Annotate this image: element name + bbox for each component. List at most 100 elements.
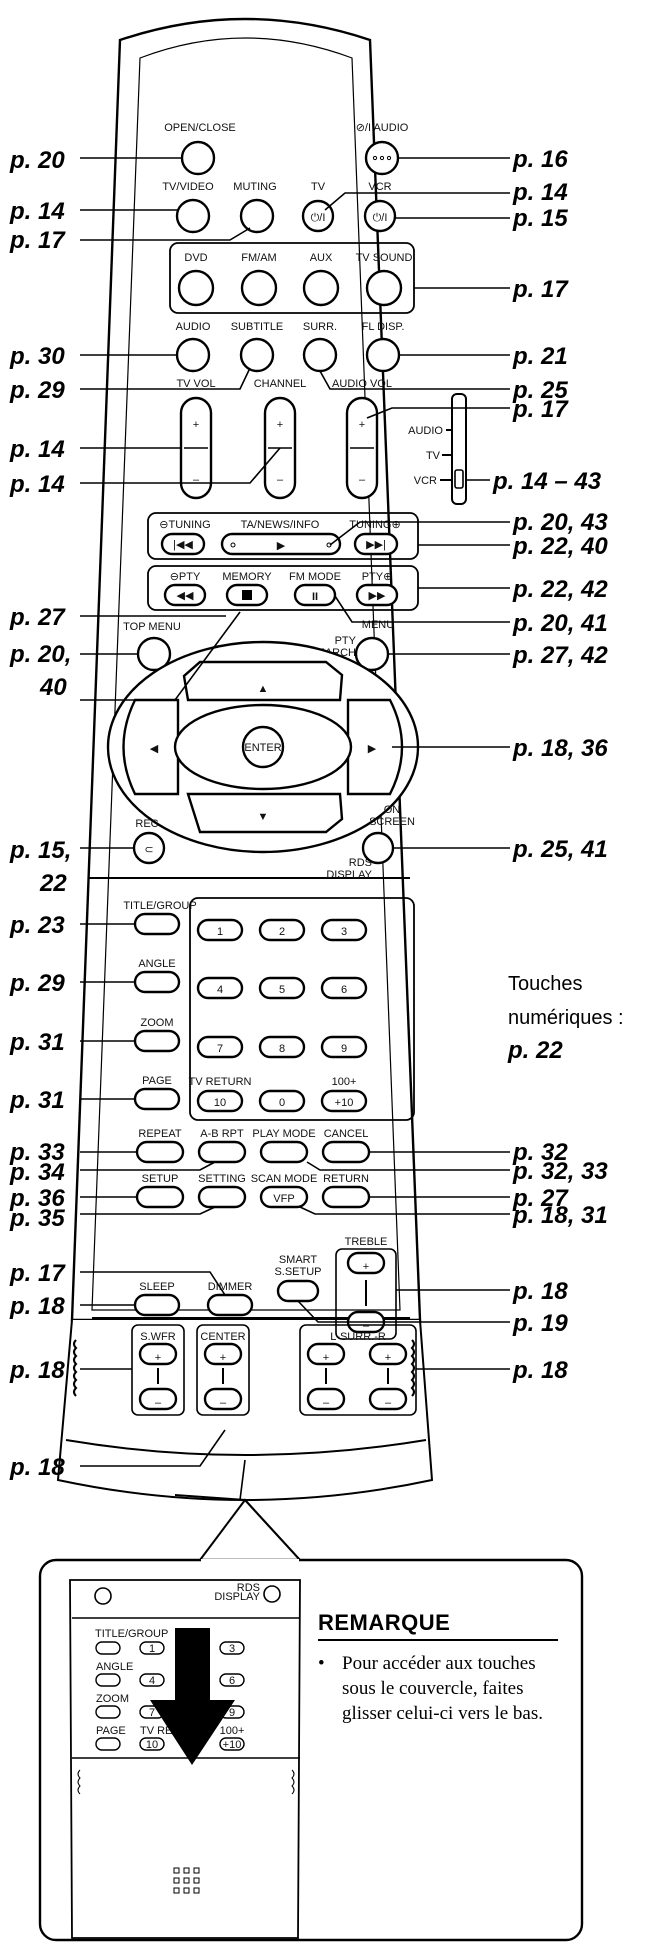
surround-left-up-button[interactable] [306,1342,346,1366]
power-symbol-icon: ⏻/I [311,212,326,224]
nav-left-button[interactable] [122,698,180,796]
dvd-button[interactable] [177,269,215,307]
plus-icon: + [220,1352,226,1364]
page-ref: p. 25, 41 [512,836,608,863]
rewind-icon: ◀◀ [177,590,194,602]
page-ref: p. 34 [9,1159,65,1186]
pause-icon: II [312,591,318,603]
rds-display-label-2: DISPLAY [326,869,372,881]
key-10[interactable] [196,1089,244,1113]
key-2[interactable] [258,918,306,942]
subtitle-button[interactable] [239,337,275,373]
muting-label: MUTING [233,181,276,193]
tuning-up-button[interactable] [353,532,399,556]
key-7[interactable] [196,1035,244,1059]
fl-display-button[interactable] [365,337,401,373]
on-screen-button[interactable] [361,831,395,865]
return-button[interactable] [321,1185,371,1209]
vfp-button[interactable] [259,1185,309,1209]
key-8-label: 8 [279,1043,285,1055]
center-down-button[interactable] [203,1387,243,1411]
surround-left-down-button[interactable] [306,1387,346,1411]
key-plus10[interactable] [320,1089,368,1113]
rds-display-label-1: RDS [349,857,372,869]
treble-up-button[interactable] [346,1251,386,1275]
surround-right-up-button[interactable] [368,1342,408,1366]
key-6[interactable] [320,976,368,1000]
surround-level-group [299,1324,417,1416]
angle-button[interactable] [133,970,181,994]
key-5[interactable] [258,976,306,1000]
nav-down-button[interactable] [186,792,344,834]
page-ref: p. 17 [512,396,569,423]
surround-right-down-button[interactable] [368,1387,408,1411]
tuning-down-button[interactable] [160,532,206,556]
pty-down-button[interactable] [163,583,207,607]
surround-button[interactable] [302,337,338,373]
setting-button[interactable] [197,1185,247,1209]
subtitle-label: SUBTITLE [231,321,284,333]
zoom-button[interactable] [133,1029,181,1053]
inset-key-label: 10 [146,1739,158,1751]
key-0[interactable] [258,1089,306,1113]
ab-repeat-button[interactable] [197,1140,247,1164]
tv-sound-button[interactable] [365,269,403,307]
nav-right-button[interactable] [346,698,404,796]
smart-setup-label-1: SMART [279,1254,318,1266]
enter-button[interactable] [241,725,285,769]
setup-button[interactable] [135,1185,185,1209]
audio-power-button[interactable] [364,140,400,176]
dimmer-button[interactable] [206,1293,254,1317]
vcr-power-button[interactable] [363,199,397,233]
minus-icon: – [220,1397,227,1409]
page-ref: p. 18 [9,1454,65,1481]
key-8[interactable] [258,1035,306,1059]
subwoofer-down-button[interactable] [138,1387,178,1411]
plus-icon: + [323,1352,329,1364]
sleep-button[interactable] [133,1293,181,1317]
aux-button[interactable] [302,269,340,307]
fm-mode-pause-button[interactable] [293,583,337,607]
pty-search-label-1: PTY [335,635,357,647]
audio-button[interactable] [175,337,211,373]
page-ref: p. 32 [512,1139,568,1166]
page-button[interactable] [133,1087,181,1111]
key-7-label: 7 [217,1043,223,1055]
center-up-button[interactable] [203,1342,243,1366]
title-group-button[interactable] [133,912,181,936]
subwoofer-up-button[interactable] [138,1342,178,1366]
inset-key-label: 9 [229,1707,235,1719]
page-ref: p. 22, 40 [512,533,608,560]
center-label: CENTER [200,1331,245,1343]
fm-am-button[interactable] [240,269,278,307]
page-ref: p. 27 [9,604,66,631]
page-ref: p. 14 [9,436,65,463]
numeric-keys-note-1: Touches [508,973,583,995]
smart-setup-label-2: S.SETUP [274,1266,321,1278]
minus-icon: – [359,474,366,486]
open-close-button[interactable] [180,140,216,176]
key-1[interactable] [196,918,244,942]
fm-mode-label: FM MODE [289,571,341,583]
pty-up-button[interactable] [355,583,399,607]
key-3[interactable] [320,918,368,942]
muting-button[interactable] [239,198,275,234]
key-9[interactable] [320,1035,368,1059]
page-ref: p. 20 [9,147,65,174]
key-4[interactable] [196,976,244,1000]
surround-label: SURR. [303,321,337,333]
tv-video-button[interactable] [175,198,211,234]
remark-title: REMARQUE [318,1610,558,1641]
smart-setup-button[interactable] [276,1279,320,1303]
page-ref: p. 16 [512,146,568,173]
inset-key-label: +10 [223,1739,242,1751]
enter-label: ENTER [244,742,281,754]
tv-power-button[interactable] [301,199,335,233]
nav-up-button[interactable] [182,660,344,702]
cancel-button[interactable] [321,1140,371,1164]
audio-volume-label: AUDIO VOL [332,378,392,390]
switch-knob[interactable] [454,469,464,489]
play-ta-button[interactable] [220,532,342,556]
repeat-button[interactable] [135,1140,185,1164]
play-mode-button[interactable] [259,1140,309,1164]
